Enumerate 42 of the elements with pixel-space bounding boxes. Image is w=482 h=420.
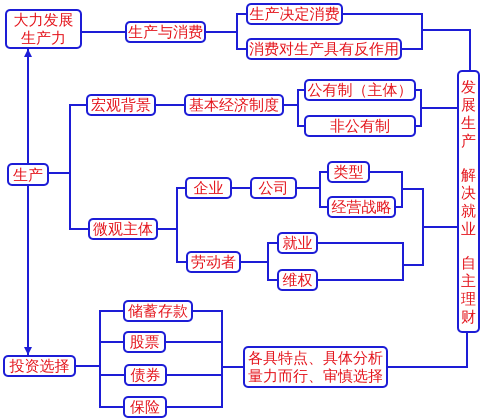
- concept-box: 保险: [123, 396, 167, 418]
- vertical-text: 解决就业: [460, 166, 477, 238]
- concept-box: 大力发展生产力: [5, 9, 82, 49]
- concept-box: 宏观背景: [86, 94, 156, 116]
- concept-box: 类型: [327, 161, 370, 183]
- arrow: [24, 186, 32, 355]
- connector-line: [284, 104, 304, 127]
- concept-box: 公司: [250, 177, 297, 199]
- concept-box: 消费对生产具有反作用: [246, 38, 402, 60]
- connector-line: [76, 365, 123, 408]
- connector-line: [232, 187, 250, 189]
- vertical-text: 自主理财: [460, 254, 477, 326]
- concept-box: 经营战略: [327, 196, 396, 218]
- connector-line: [206, 31, 246, 50]
- summary-box: [457, 70, 480, 333]
- concept-box: 投资选择: [3, 355, 76, 377]
- concept-box: 非公有制: [304, 115, 416, 137]
- concept-box: 储蓄存款: [123, 300, 193, 322]
- concept-box: 生产决定消费: [246, 3, 343, 25]
- connector-line: [297, 187, 327, 208]
- concept-box: 股票: [123, 331, 166, 353]
- connector-line: [416, 107, 457, 127]
- concept-box: 生产: [7, 163, 49, 186]
- arrow: [24, 49, 32, 163]
- connector-line: [82, 31, 125, 33]
- connector-line: [402, 29, 471, 70]
- concept-box: 公有制（主体）: [304, 79, 416, 101]
- concept-box: 基本经济制度: [184, 94, 284, 116]
- connector-line: [241, 261, 277, 281]
- connector-line: [318, 226, 457, 281]
- concept-box: 各具特点、具体分析量力而行、审慎选择: [243, 346, 388, 388]
- concept-box: 债券: [124, 364, 167, 386]
- connector-line: [388, 333, 468, 368]
- concept-box: 微观主体: [88, 218, 158, 240]
- connector-line: [49, 172, 88, 230]
- concept-box: 生产与消费: [125, 21, 206, 43]
- concept-box: 就业: [277, 232, 318, 254]
- concept-box: 劳动者: [186, 251, 241, 273]
- connector-line: [156, 104, 184, 106]
- vertical-text: 发展生产: [460, 78, 477, 150]
- concept-box: 维权: [277, 269, 318, 291]
- concept-box: 企业: [185, 177, 232, 199]
